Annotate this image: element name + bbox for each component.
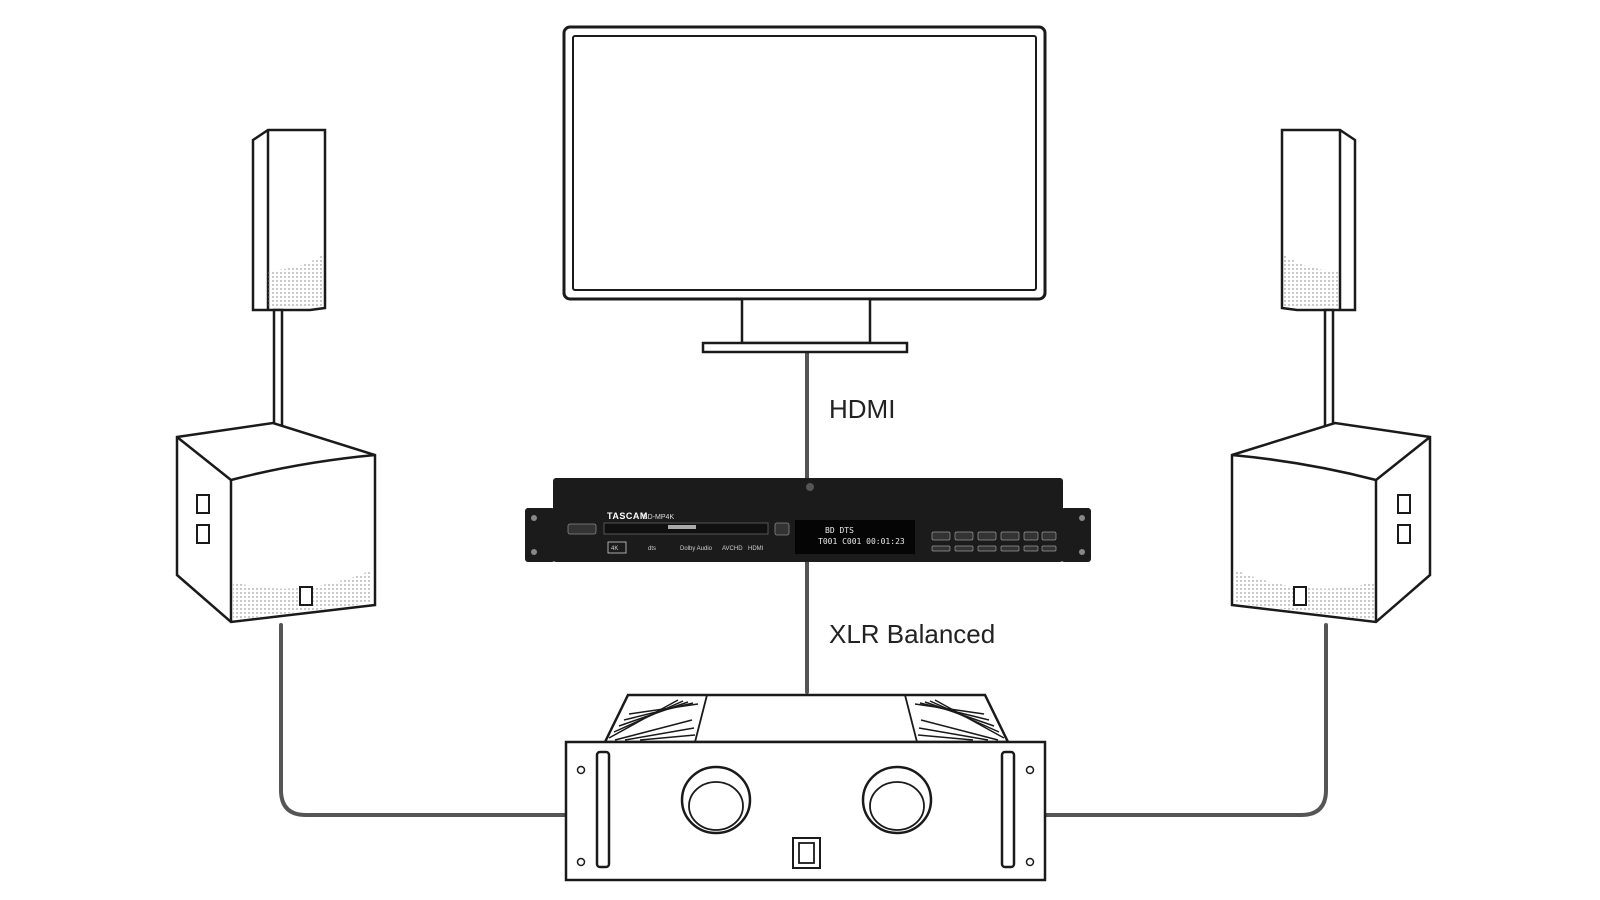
player-display	[795, 520, 915, 554]
right-rack-ear	[1061, 508, 1091, 562]
badge-4k: 4K	[611, 546, 618, 552]
left-handle[interactable]	[595, 750, 611, 869]
tv-screen	[572, 35, 1037, 291]
display-line-1: BD DTS	[825, 526, 854, 535]
bluray-player-icon: TASCAM BD-MP4K BD DTS T001 C001 00:01:23…	[525, 478, 1091, 562]
right-subwoofer-icon	[1230, 421, 1432, 624]
badge-dolby: Dolby Audio	[680, 546, 713, 552]
display-line-2: T001 C001 00:01:23	[818, 537, 905, 546]
left-speaker-cable	[279, 623, 568, 817]
right-handle[interactable]	[1000, 750, 1016, 869]
tv-neck	[740, 297, 872, 345]
amp-top	[602, 693, 1011, 744]
transport-buttons	[931, 531, 1057, 552]
left-subwoofer-icon	[175, 421, 377, 624]
left-rack-ear	[525, 508, 555, 562]
badge-dts: dts	[648, 546, 656, 552]
button-10[interactable]	[1000, 545, 1020, 552]
button-7[interactable]	[931, 545, 951, 552]
right-speaker-cable	[1043, 623, 1328, 817]
button-6[interactable]	[1041, 531, 1057, 541]
cables	[279, 350, 1328, 817]
button-5[interactable]	[1023, 531, 1039, 541]
player-brand: TASCAM	[607, 511, 648, 521]
right-speaker-icon	[1280, 128, 1357, 457]
heatsink-right	[914, 699, 1005, 741]
button-11[interactable]	[1023, 545, 1039, 552]
button-8[interactable]	[954, 545, 974, 552]
left-speaker-icon	[251, 128, 327, 457]
heatsink-left	[608, 699, 699, 741]
button-12[interactable]	[1041, 545, 1057, 552]
tv-icon	[562, 25, 1047, 354]
button-1[interactable]	[931, 531, 951, 541]
eject-button[interactable]	[774, 522, 790, 536]
button-4[interactable]	[1000, 531, 1020, 541]
player-model: BD-MP4K	[643, 514, 674, 521]
button-9[interactable]	[977, 545, 997, 552]
amplifier-icon	[564, 693, 1047, 882]
xlr-balanced-label: XLR Balanced	[829, 619, 995, 649]
button-2[interactable]	[954, 531, 974, 541]
badge-hdmi: HDMI	[748, 546, 764, 552]
tv-base	[701, 341, 909, 354]
badge-avchd: AVCHD	[722, 546, 743, 552]
button-3[interactable]	[977, 531, 997, 541]
hdmi-label: HDMI	[829, 394, 895, 424]
power-button[interactable]	[567, 523, 597, 535]
